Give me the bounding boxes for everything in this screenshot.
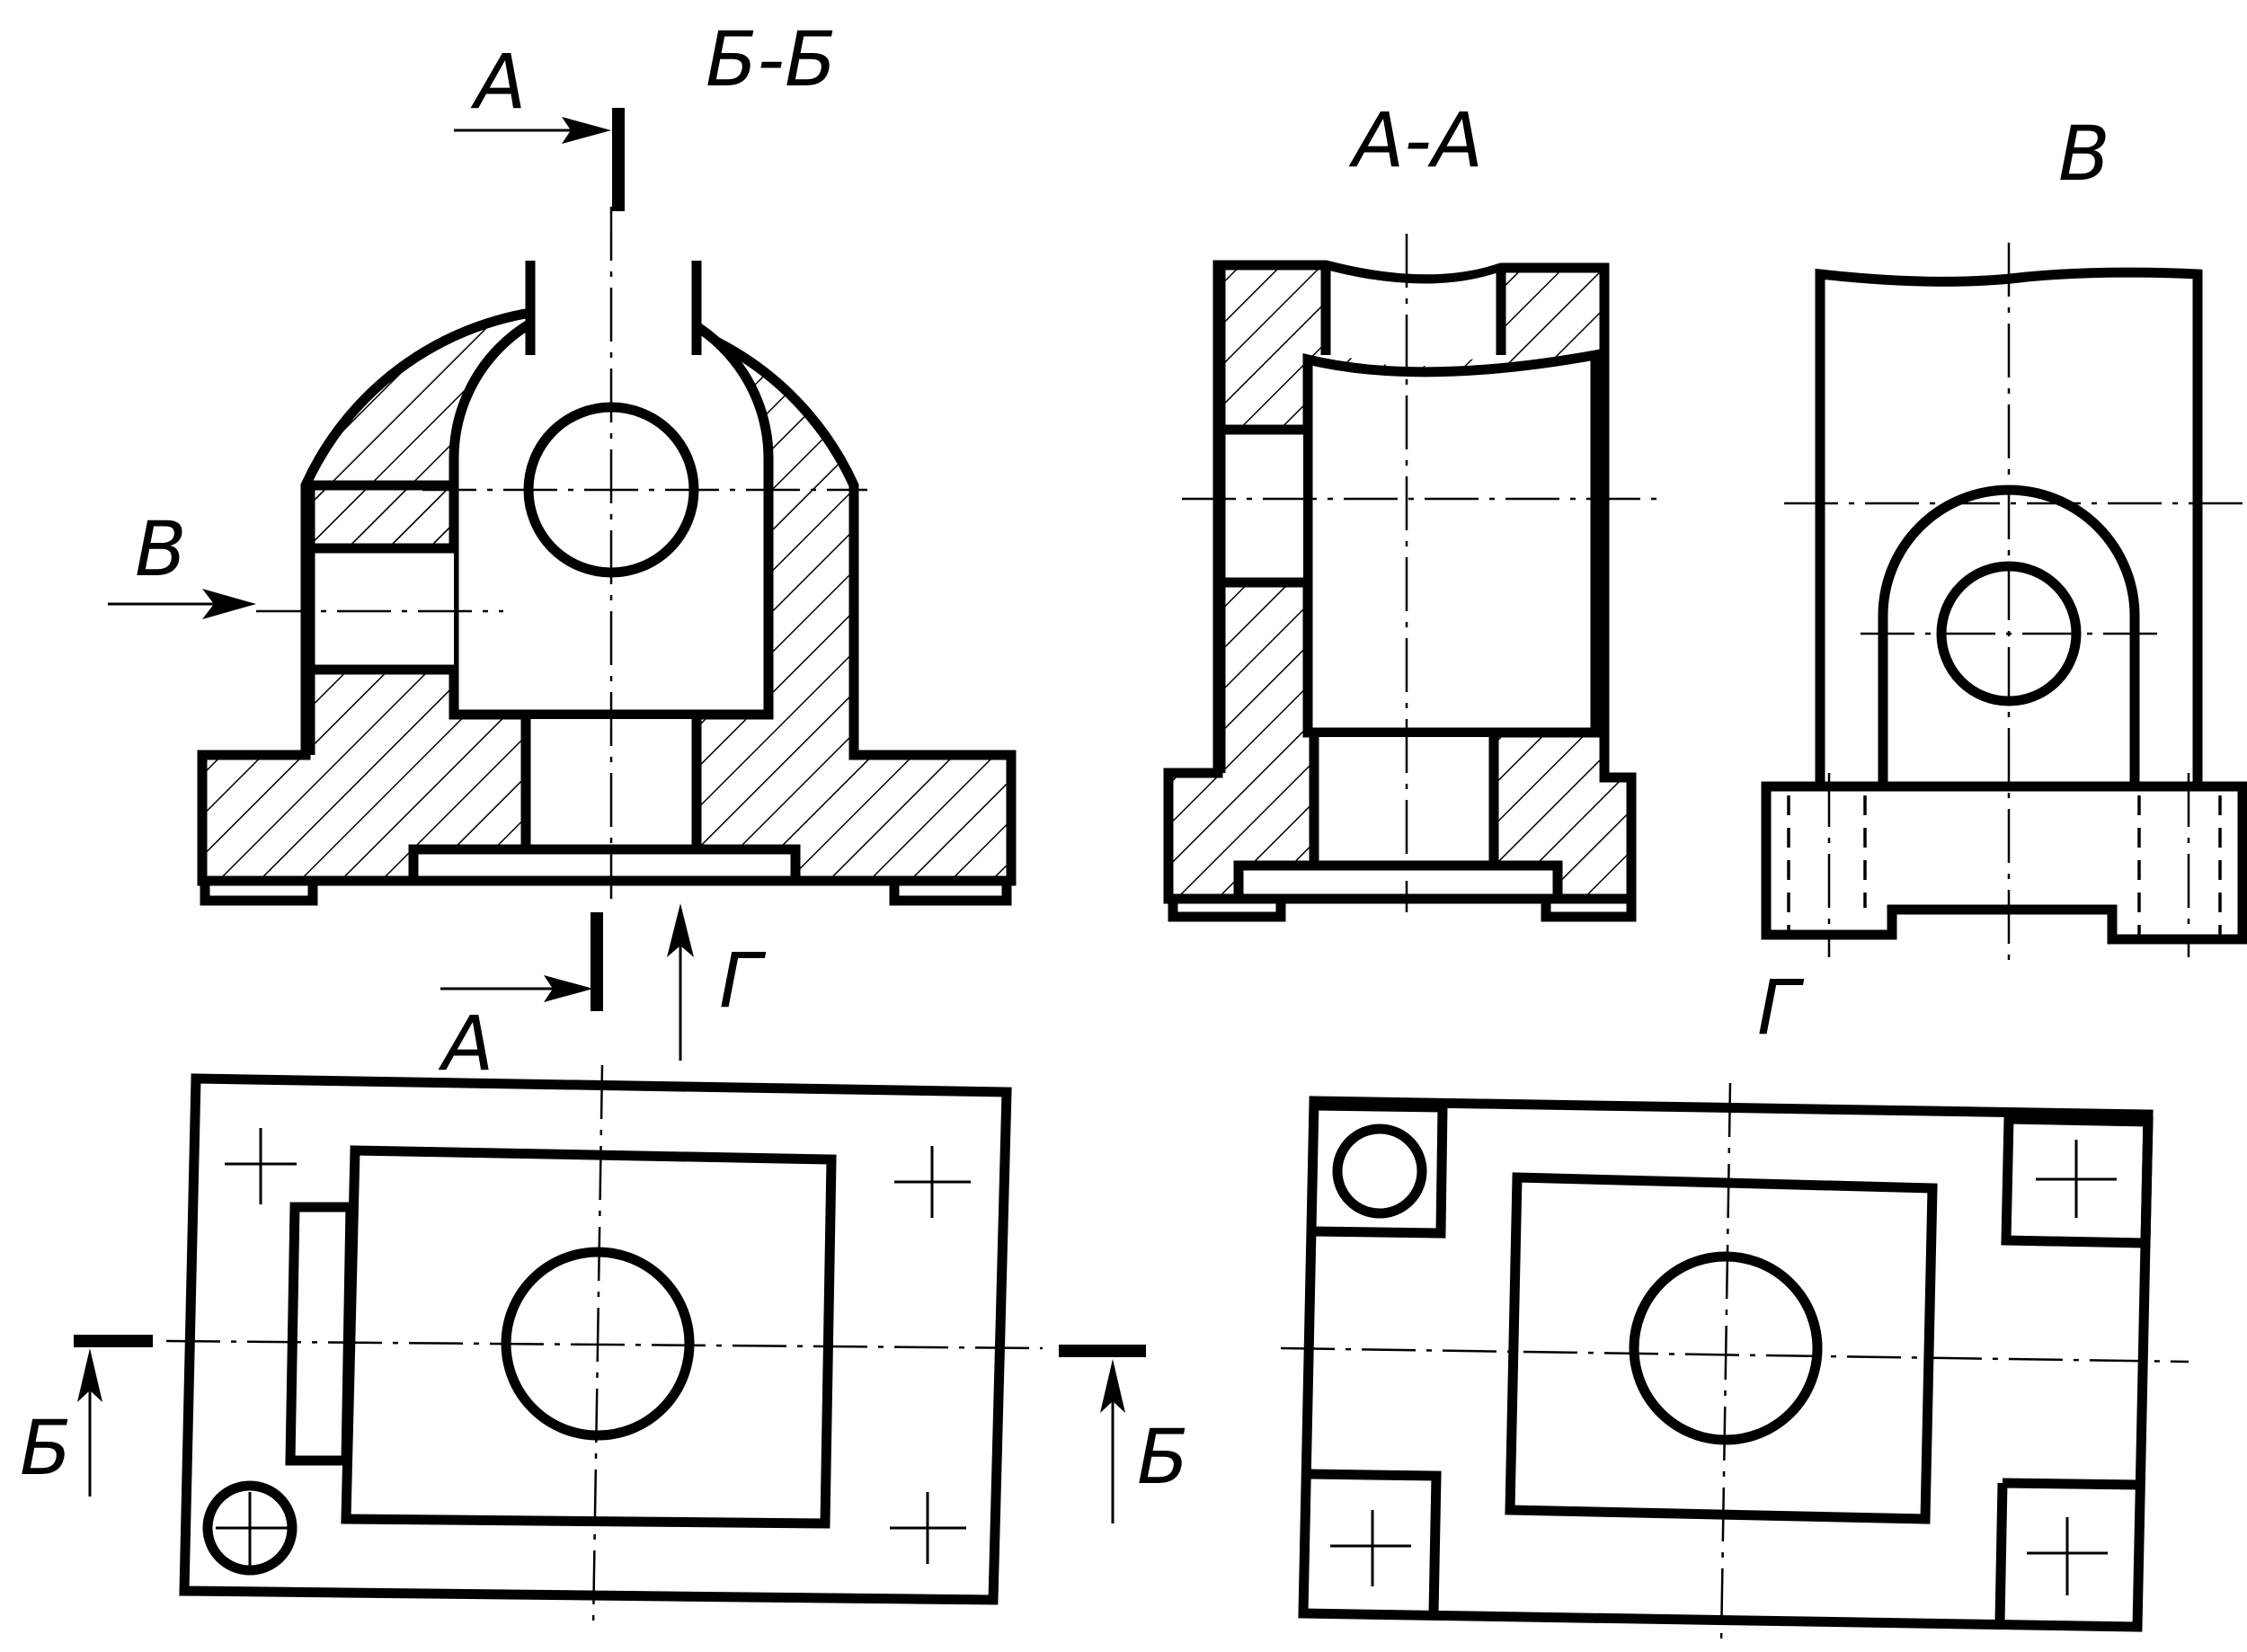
view-g-pad-tr: [2001, 1114, 2154, 1248]
arrow-v-label: В: [135, 505, 187, 593]
view-v-base: [1761, 781, 2247, 945]
view-g-pad-bl: [1310, 1469, 1442, 1614]
section-bb-foot-right: [889, 875, 1012, 906]
view-g-pad-br: [1994, 1478, 2140, 1623]
view-g-title: Г: [1757, 964, 1805, 1052]
section-bb-view: А А В Г Б-Б: [108, 15, 1017, 1088]
section-aa-side-hole: [1221, 430, 1303, 582]
section-aa-top-hole: [1326, 270, 1501, 367]
section-aa-cavity: [1302, 349, 1601, 738]
arrow-g-label: Г: [719, 937, 767, 1025]
view-g-outline: [1298, 1096, 2154, 1632]
cut-a-top-label: А: [470, 38, 526, 126]
section-bb-boss-hole: [310, 548, 454, 670]
cut-b-right-label: Б: [1137, 1413, 1189, 1501]
section-bb-groove: [408, 844, 801, 886]
cut-b-left-label: Б: [20, 1404, 72, 1492]
section-bb-title: Б-Б: [706, 15, 837, 103]
section-bb-foot-left: [200, 875, 318, 906]
view-g-boss: [1505, 1172, 1938, 1524]
top-view-lug: [285, 1202, 356, 1466]
section-aa-title: А-А: [1348, 96, 1483, 184]
top-view: Б Б: [20, 1064, 1189, 1628]
view-g: Г: [1280, 964, 2189, 1646]
view-v: В: [1761, 110, 2247, 966]
view-v-body: [1815, 267, 2203, 789]
section-bb-boss-hatch: [305, 480, 459, 554]
section-bb-top-hole: [530, 252, 697, 351]
cut-a-bottom-label: А: [438, 999, 493, 1088]
section-aa-groove: [1233, 860, 1563, 904]
top-view-outline: [179, 1073, 1012, 1605]
view-v-title: В: [2058, 110, 2110, 198]
view-g-pad-tl: [1313, 1100, 1448, 1239]
section-aa-view: А-А: [1163, 96, 1663, 922]
view-g-corner-hole: [1332, 1124, 1427, 1219]
